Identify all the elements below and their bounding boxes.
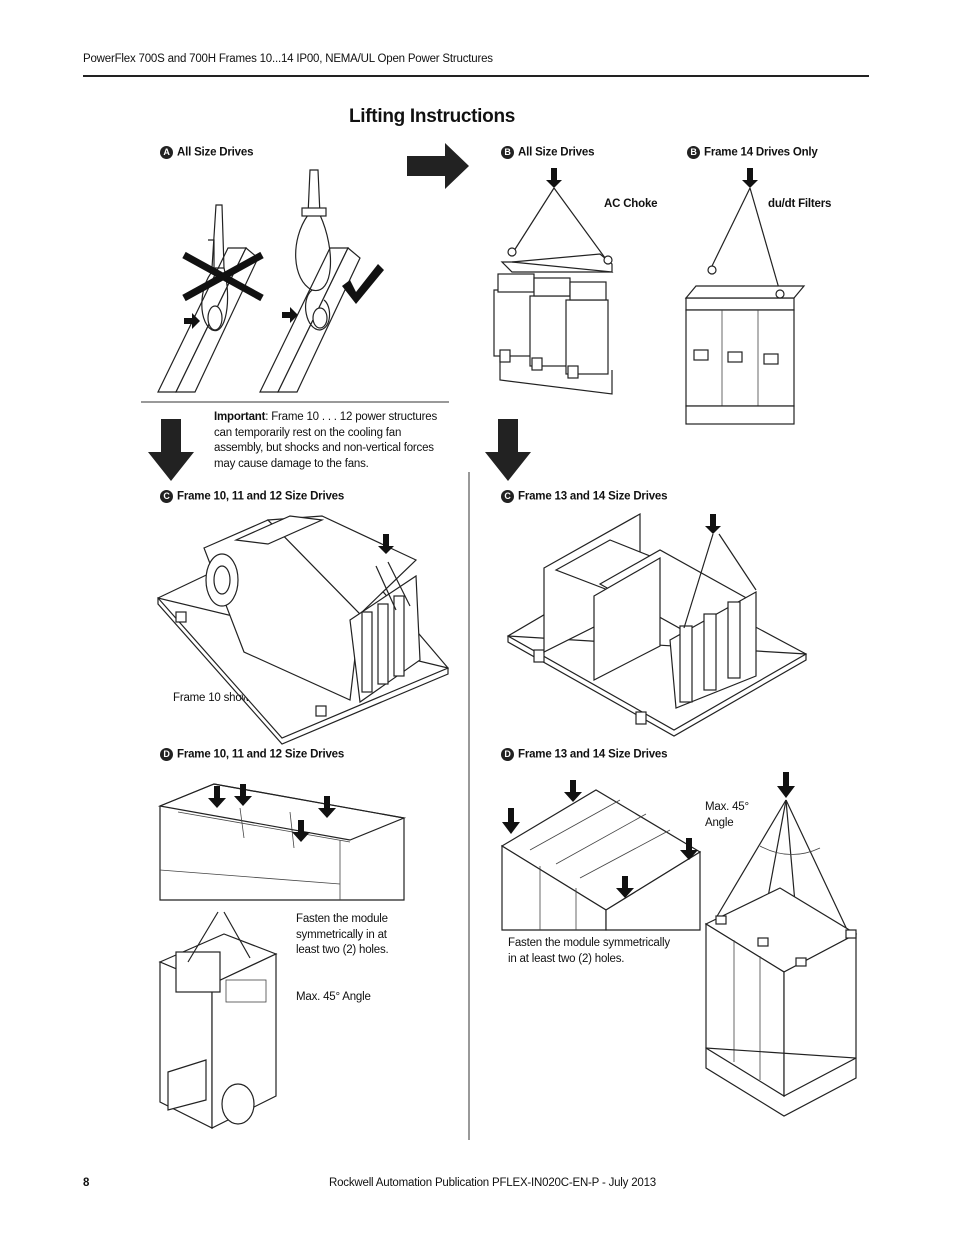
d2-module-top-illustration	[500, 780, 702, 931]
step-b1-badge: B	[501, 146, 514, 159]
frame10-drive-illustration	[157, 515, 449, 745]
step-b2-badge: B	[687, 146, 700, 159]
arrow-down-icon	[148, 419, 194, 481]
frame10-shown-note: Frame 10 shown	[173, 692, 256, 704]
down-arrow-icons	[208, 784, 336, 842]
important-note: Important: Frame 10 . . . 12 power struc…	[214, 411, 437, 470]
arrow-right-icon	[407, 143, 469, 189]
lift-arrow-icon	[777, 772, 795, 798]
dudt-filters-label: du/dt Filters	[768, 198, 832, 210]
step-c1-badge: C	[160, 490, 173, 503]
dudt-filter-illustration	[684, 168, 806, 425]
lift-arrow-icon	[546, 168, 562, 188]
d2-angle-note: Max. 45° Angle	[705, 801, 749, 829]
d1-fasten-note: Fasten the module symmetrically in at le…	[296, 913, 389, 956]
lift-arrow-icon	[378, 534, 394, 554]
arrow-down-icon	[485, 419, 531, 481]
ac-choke-label: AC Choke	[604, 198, 658, 210]
lift-arrow-icon	[742, 168, 758, 188]
publication-info: Rockwell Automation Publication PFLEX-IN…	[329, 1177, 656, 1189]
hook-wrong-illustration	[157, 204, 259, 393]
step-d2-badge: D	[501, 748, 514, 761]
push-arrow-icon	[184, 313, 200, 329]
ac-choke-illustration	[493, 168, 614, 395]
page-title: Lifting Instructions	[349, 106, 516, 127]
step-d1-badge: D	[160, 748, 173, 761]
push-arrow-icon	[282, 307, 298, 323]
d1-module-lift-illustration	[158, 911, 278, 1129]
step-c2-badge: C	[501, 490, 514, 503]
step-a-badge: A	[160, 146, 173, 159]
header-rule	[83, 75, 869, 77]
hook-correct-illustration	[259, 169, 361, 393]
lift-arrow-icon	[705, 514, 721, 534]
d2-fasten-note: Fasten the module symmetrically in at le…	[508, 937, 670, 965]
d1-module-top-illustration	[157, 783, 407, 901]
d1-angle-note: Max. 45° Angle	[296, 991, 371, 1003]
down-arrow-icons	[502, 780, 698, 898]
page-number: 8	[83, 1177, 90, 1189]
cross-mark-icon	[182, 251, 264, 302]
running-title: PowerFlex 700S and 700H Frames 10...14 I…	[83, 53, 493, 65]
check-mark-icon	[342, 264, 384, 304]
d2-module-lift-illustration	[704, 772, 858, 1117]
frame13-drive-illustration	[506, 512, 808, 737]
